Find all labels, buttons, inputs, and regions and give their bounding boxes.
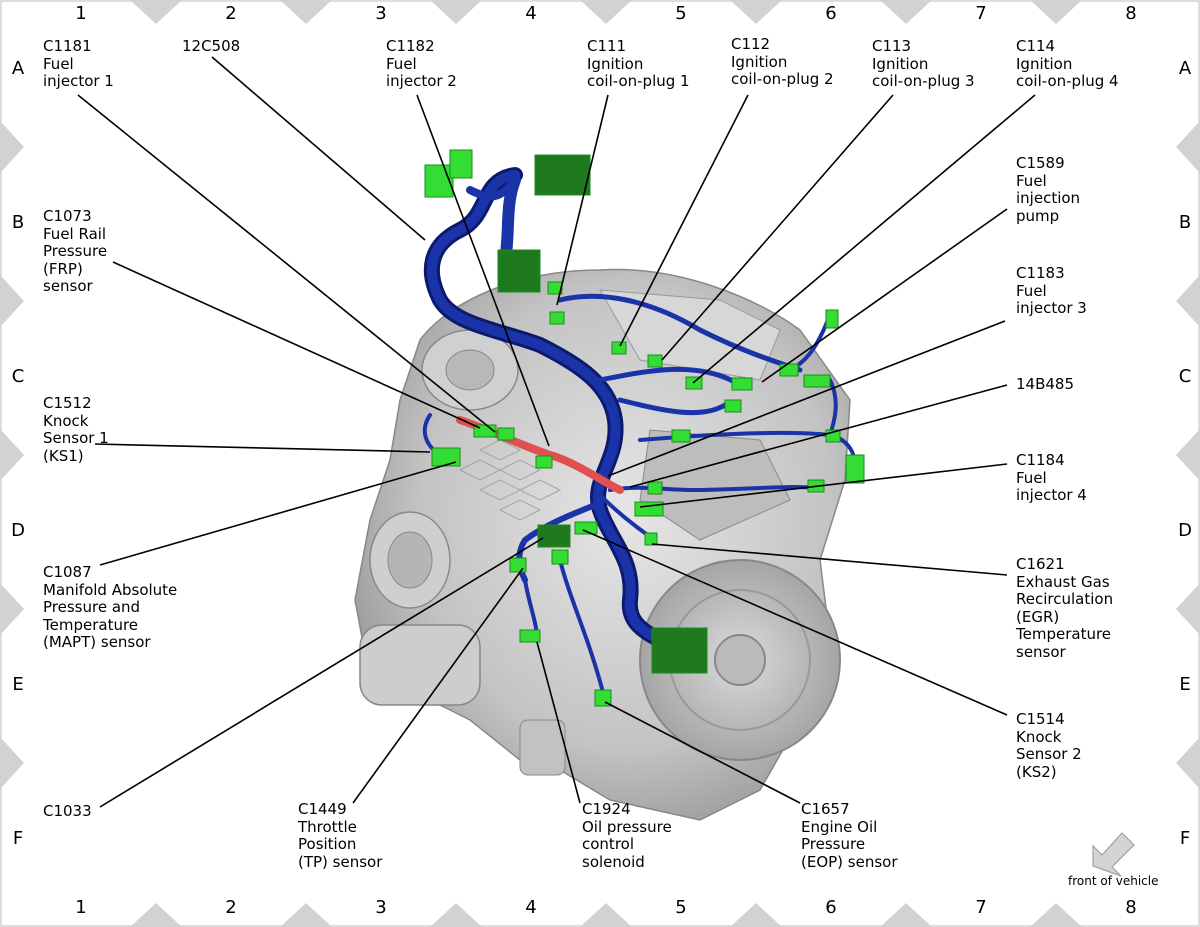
grid-col-bottom-2: 2 (225, 897, 237, 918)
label-c1184: C1184 Fuel injector 4 (1016, 451, 1087, 504)
grid-col-top-7: 7 (975, 3, 987, 24)
grid-row-right-B: B (1178, 212, 1192, 233)
marker-bottom-4 (730, 903, 782, 927)
label-c1589: C1589 Fuel injection pump (1016, 154, 1081, 225)
leader-lines (77, 56, 1036, 808)
front-of-vehicle-label: front of vehicle (1068, 874, 1159, 888)
grid-col-bottom-6: 6 (825, 897, 837, 918)
marker-left-4 (0, 737, 24, 789)
label-c111: C111 Ignition coil-on-plug 1 (587, 37, 690, 90)
label-12c508: 12C508 (182, 37, 241, 55)
module-top (534, 154, 591, 196)
grid-col-top-3: 3 (375, 3, 387, 24)
engine-illustration (354, 268, 851, 821)
marker-bottom-2 (430, 903, 482, 927)
grid-col-bottom-5: 5 (675, 897, 687, 918)
marker-right-0 (1176, 121, 1200, 173)
label-14b485: 14B485 (1016, 375, 1075, 393)
oil-filter (519, 719, 566, 776)
grid-row-right-F: F (1179, 828, 1191, 849)
marker-right-4 (1176, 737, 1200, 789)
label-c1087: C1087 Manifold Absolute Pressure and Tem… (43, 563, 178, 651)
connectors (424, 149, 865, 707)
grid-row-left-D: D (11, 520, 25, 541)
grid-row-left-B: B (11, 212, 25, 233)
marker-left-1 (0, 275, 24, 327)
marker-bottom-1 (280, 903, 332, 927)
marker-left-2 (0, 429, 24, 481)
marker-top-1 (280, 0, 332, 24)
marker-top-4 (730, 0, 782, 24)
grid-col-bottom-7: 7 (975, 897, 987, 918)
label-c1924: C1924 Oil pressure control solenoid (582, 800, 672, 871)
label-c1181: C1181 Fuel injector 1 (43, 37, 114, 90)
module-c1033 (537, 524, 571, 548)
marker-bottom-0 (130, 903, 182, 927)
arrow-icon (1092, 832, 1135, 877)
marker-left-3 (0, 583, 24, 635)
grid-col-bottom-3: 3 (375, 897, 387, 918)
marker-right-2 (1176, 429, 1200, 481)
label-c1073: C1073 Fuel Rail Pressure (FRP) sensor (43, 207, 108, 295)
grid-col-top-8: 8 (1125, 3, 1137, 24)
grid-col-top-1: 1 (75, 3, 87, 24)
marker-right-1 (1176, 275, 1200, 327)
grid-row-left-E: E (12, 674, 24, 695)
grid-row-left-A: A (11, 58, 25, 79)
grid-row-left-C: C (11, 366, 25, 387)
grid-row-right-A: A (1178, 58, 1192, 79)
label-c1657: C1657 Engine Oil Pressure (EOP) sensor (801, 800, 898, 871)
marker-left-0 (0, 121, 24, 173)
marker-bottom-6 (1030, 903, 1082, 927)
label-c1514: C1514 Knock Sensor 2 (KS2) (1016, 710, 1082, 781)
label-c112: C112 Ignition coil-on-plug 2 (731, 35, 834, 88)
marker-top-5 (880, 0, 932, 24)
grid-col-top-6: 6 (825, 3, 837, 24)
marker-bottom-3 (580, 903, 632, 927)
ac-compressor (359, 624, 481, 706)
module-c1514 (651, 627, 708, 674)
label-c114: C114 Ignition coil-on-plug 4 (1016, 37, 1119, 90)
grid-col-bottom-8: 8 (1125, 897, 1137, 918)
grid-col-bottom-4: 4 (525, 897, 537, 918)
grid-row-right-C: C (1178, 366, 1192, 387)
marker-top-2 (430, 0, 482, 24)
grid-col-top-2: 2 (225, 3, 237, 24)
grid-col-top-4: 4 (525, 3, 537, 24)
grid-row-right-D: D (1178, 520, 1192, 541)
label-c1183: C1183 Fuel injector 3 (1016, 264, 1087, 317)
label-c1033: C1033 (43, 802, 92, 820)
marker-top-0 (130, 0, 182, 24)
grid-col-top-5: 5 (675, 3, 687, 24)
label-c1512: C1512 Knock Sensor 1 (KS1) (43, 394, 109, 465)
marker-top-3 (580, 0, 632, 24)
grid-col-bottom-1: 1 (75, 897, 87, 918)
marker-top-6 (1030, 0, 1082, 24)
marker-right-3 (1176, 583, 1200, 635)
marker-bottom-5 (880, 903, 932, 927)
grid-row-right-E: E (1179, 674, 1191, 695)
label-c1182: C1182 Fuel injector 2 (386, 37, 457, 90)
module-12c508 (497, 249, 541, 293)
label-c1621: C1621 Exhaust Gas Recirculation (EGR) Te… (1016, 555, 1114, 661)
label-c1449: C1449 Throttle Position (TP) sensor (298, 800, 383, 871)
label-c113: C113 Ignition coil-on-plug 3 (872, 37, 975, 90)
grid-row-left-F: F (12, 828, 24, 849)
